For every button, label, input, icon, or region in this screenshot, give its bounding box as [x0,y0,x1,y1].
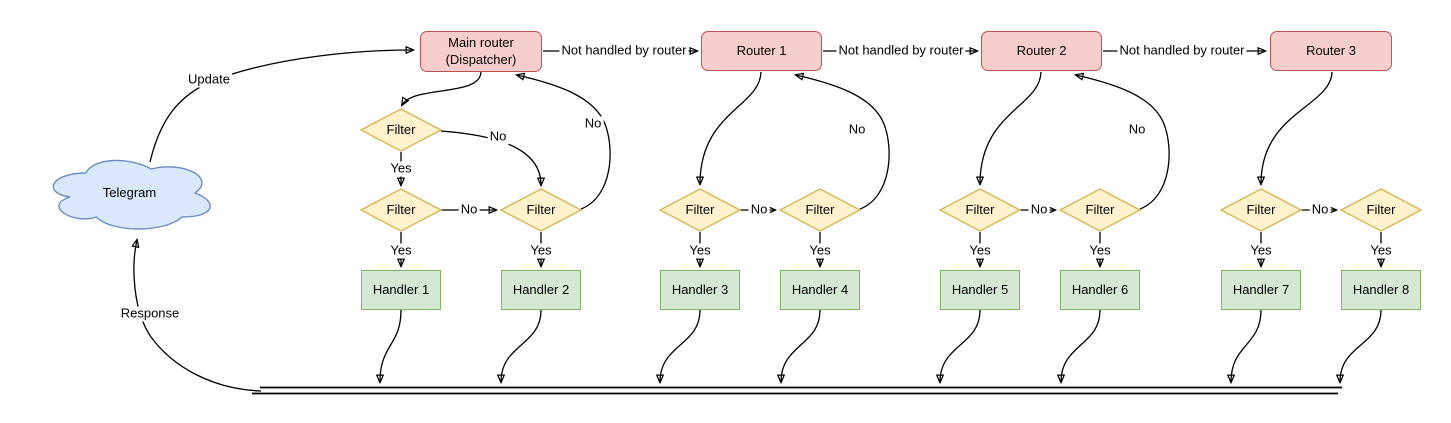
edge-h4-bus [781,309,821,382]
not-handled-label-1: Not handled by router [559,42,689,59]
edge-r3-down [1261,71,1333,184]
filter-label: Filter [685,201,715,217]
main-router-node: Main router (Dispatcher) [420,31,542,72]
edge-filtertop-no [440,130,541,185]
filter-r3-right: Filter [1340,188,1422,232]
yes-label: Yes [1087,242,1113,259]
edge-h2-bus [501,309,542,382]
filter-main-top: Filter [360,108,442,152]
handler-7-node: Handler 7 [1221,270,1301,310]
filter-r1-right: Filter [779,188,861,232]
edge-h7-bus [1231,309,1262,382]
cloud-icon [52,159,211,230]
filter-label: Filter [386,201,416,217]
edge-f3-main-no [517,75,611,210]
edge-r2-down [980,71,1042,184]
update-label: Update [186,71,232,88]
edge-h5-bus [940,309,981,382]
edge-f5-r1-no [796,75,890,210]
yes-label: Yes [388,160,414,177]
telegram-cloud-node: Telegram [42,153,217,233]
no-label: No [487,128,509,145]
yes-label: Yes [807,242,833,259]
no-label: No [458,201,480,218]
handler-6-node: Handler 6 [1060,270,1140,310]
router-3-node: Router 3 [1270,31,1392,71]
router-1-node: Router 1 [701,31,822,71]
edge-f7-r2-no [1076,75,1170,210]
filter-label: Filter [1366,201,1396,217]
handler-1-node: Handler 1 [361,270,441,310]
no-label: No [748,201,770,218]
response-label: Response [118,305,182,322]
no-label: No [582,115,604,132]
no-label: No [1309,201,1331,218]
filter-main-left: Filter [360,188,442,232]
filter-label: Filter [1085,201,1115,217]
handler-3-node: Handler 3 [660,270,740,310]
filter-label: Filter [386,121,416,137]
filter-r3-left: Filter [1220,188,1302,232]
edge-h3-bus [660,309,701,382]
router-2-node: Router 2 [981,31,1102,71]
handler-2-node: Handler 2 [501,270,581,310]
yes-label: Yes [1248,242,1274,259]
yes-label: Yes [687,242,713,259]
yes-label: Yes [1368,242,1394,259]
not-handled-label-2: Not handled by router [836,42,966,59]
filter-r1-left: Filter [659,188,741,232]
edge-h1-bus [380,309,402,382]
filter-r2-left: Filter [939,188,1021,232]
handler-4-node: Handler 4 [780,270,860,310]
yes-label: Yes [388,242,414,259]
no-label: No [1028,201,1050,218]
filter-label: Filter [805,201,835,217]
handler-5-node: Handler 5 [940,270,1020,310]
yes-label: Yes [967,242,993,259]
filter-label: Filter [965,201,995,217]
edge-h6-bus [1061,309,1101,382]
edge-response [134,240,262,392]
yes-label: Yes [528,242,554,259]
edge-r1-down [700,71,762,184]
handler-8-node: Handler 8 [1341,270,1421,310]
not-handled-label-3: Not handled by router [1117,42,1247,59]
filter-main-right: Filter [500,188,582,232]
cloud-label: Telegram [102,184,157,200]
filter-label: Filter [1246,201,1276,217]
no-label: No [846,121,868,138]
edge-main-to-filter-top [402,71,482,105]
no-label: No [1126,121,1148,138]
edge-h8-bus [1340,309,1382,382]
filter-label: Filter [526,201,556,217]
filter-r2-right: Filter [1059,188,1141,232]
